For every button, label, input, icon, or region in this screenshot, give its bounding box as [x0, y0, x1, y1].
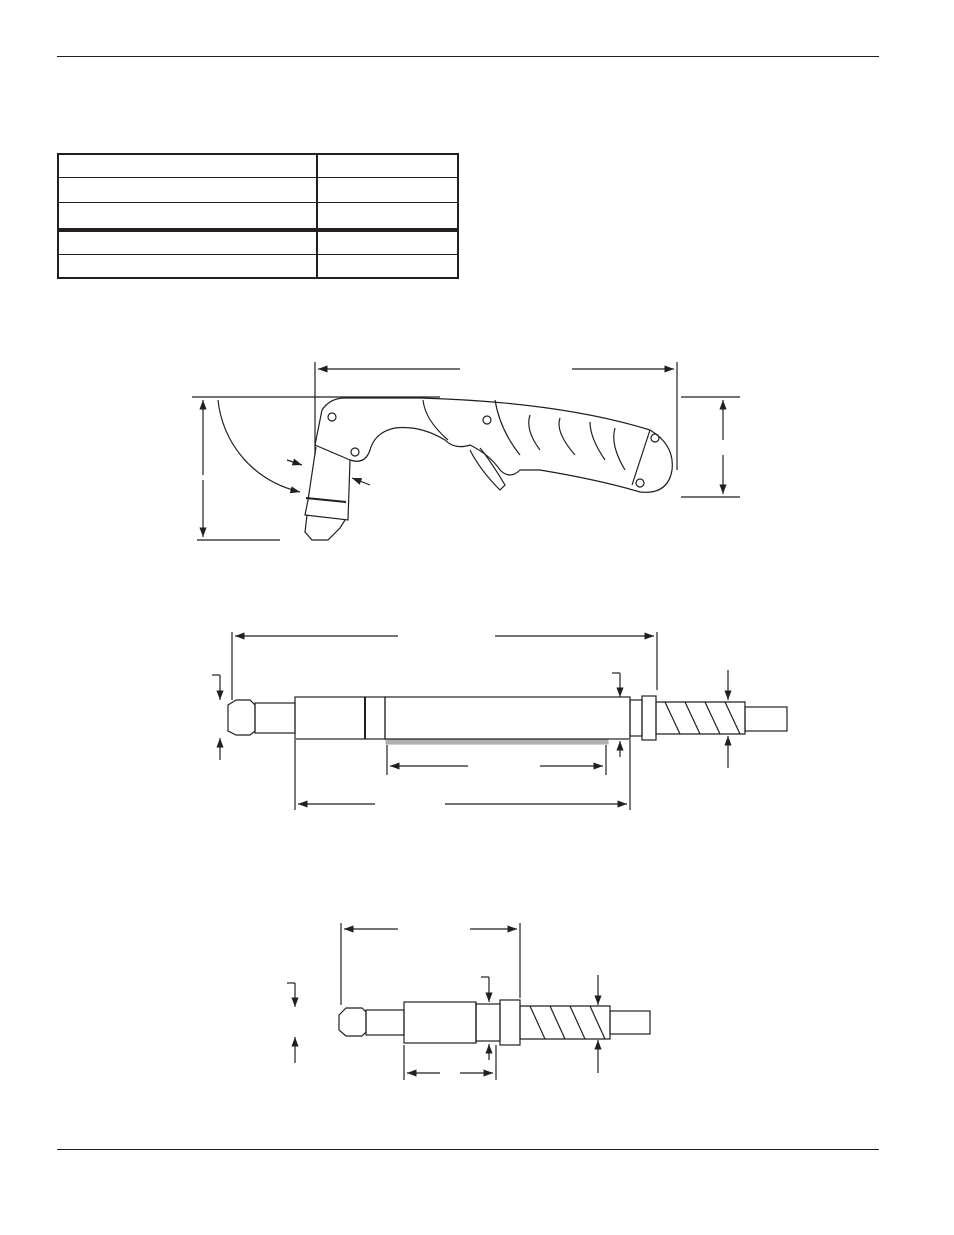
machine-torch-short-icon [287, 923, 651, 1080]
table-cell [316, 153, 459, 178]
table-cell [57, 228, 318, 255]
table-cell [57, 177, 318, 203]
machine-torch-long-icon [212, 632, 788, 810]
header-rule [57, 56, 879, 57]
table-row [57, 228, 459, 255]
footer-rule [57, 1149, 879, 1150]
table-cell [316, 254, 459, 279]
table-row [57, 177, 459, 203]
table-cell [316, 228, 459, 255]
table-row [57, 153, 459, 178]
table-cell [316, 202, 459, 231]
table-cell [57, 254, 318, 279]
table-cell [57, 202, 318, 231]
table-cell [316, 177, 459, 203]
table-cell [57, 153, 318, 178]
table-row [57, 202, 459, 231]
torch-side-view-icon [192, 362, 740, 541]
spec-table [57, 153, 459, 279]
table-row [57, 254, 459, 279]
